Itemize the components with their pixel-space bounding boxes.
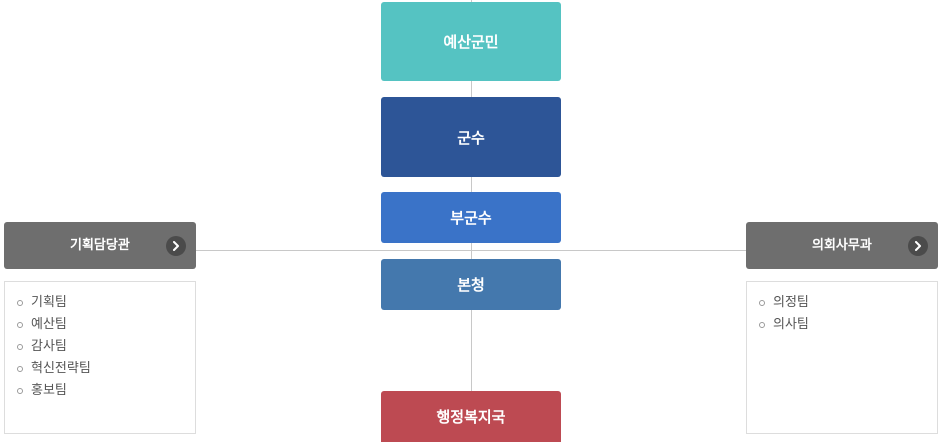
team-name: 감사팀 bbox=[31, 339, 67, 354]
dept-title-council: 의회사무과 bbox=[812, 238, 872, 253]
team-name: 기획팀 bbox=[31, 295, 67, 310]
bullet-icon bbox=[759, 300, 765, 306]
org-box-mayor[interactable]: 군수 bbox=[381, 97, 561, 177]
dept-title-planning: 기획담당관 bbox=[70, 238, 130, 253]
team-list-item[interactable]: 의사팀 bbox=[758, 314, 937, 336]
horizontal-connector bbox=[196, 250, 748, 251]
dept-header-planning[interactable]: 기획담당관 bbox=[4, 222, 196, 269]
team-list-item[interactable]: 기획팀 bbox=[16, 292, 195, 314]
team-list-item[interactable]: 감사팀 bbox=[16, 336, 195, 358]
bullet-icon bbox=[17, 344, 23, 350]
team-name: 혁신전략팀 bbox=[31, 361, 91, 376]
org-box-admin-bureau[interactable]: 행정복지국 bbox=[381, 391, 561, 442]
org-box-admin-bureau-label: 행정복지국 bbox=[436, 408, 506, 426]
team-name: 예산팀 bbox=[31, 317, 67, 332]
team-list-item[interactable]: 홍보팀 bbox=[16, 380, 195, 402]
bullet-icon bbox=[759, 322, 765, 328]
org-box-citizens: 예산군민 bbox=[381, 2, 561, 81]
bullet-icon bbox=[17, 300, 23, 306]
org-box-main-office[interactable]: 본청 bbox=[381, 259, 561, 310]
org-box-vice-mayor-label: 부군수 bbox=[450, 209, 492, 227]
org-box-main-office-label: 본청 bbox=[457, 276, 485, 294]
bullet-icon bbox=[17, 322, 23, 328]
team-name: 의사팀 bbox=[773, 317, 809, 332]
dept-header-council[interactable]: 의회사무과 bbox=[746, 222, 938, 269]
chevron-right-icon[interactable] bbox=[166, 236, 186, 256]
org-box-citizens-label: 예산군민 bbox=[443, 33, 499, 51]
team-list-item[interactable]: 예산팀 bbox=[16, 314, 195, 336]
team-list-item[interactable]: 혁신전략팀 bbox=[16, 358, 195, 380]
team-name: 의정팀 bbox=[773, 295, 809, 310]
org-box-mayor-label: 군수 bbox=[457, 128, 485, 147]
bullet-icon bbox=[17, 388, 23, 394]
chevron-right-icon[interactable] bbox=[908, 236, 928, 256]
bullet-icon bbox=[17, 366, 23, 372]
org-box-vice-mayor[interactable]: 부군수 bbox=[381, 192, 561, 243]
team-name: 홍보팀 bbox=[31, 383, 67, 398]
team-list-item[interactable]: 의정팀 bbox=[758, 292, 937, 314]
